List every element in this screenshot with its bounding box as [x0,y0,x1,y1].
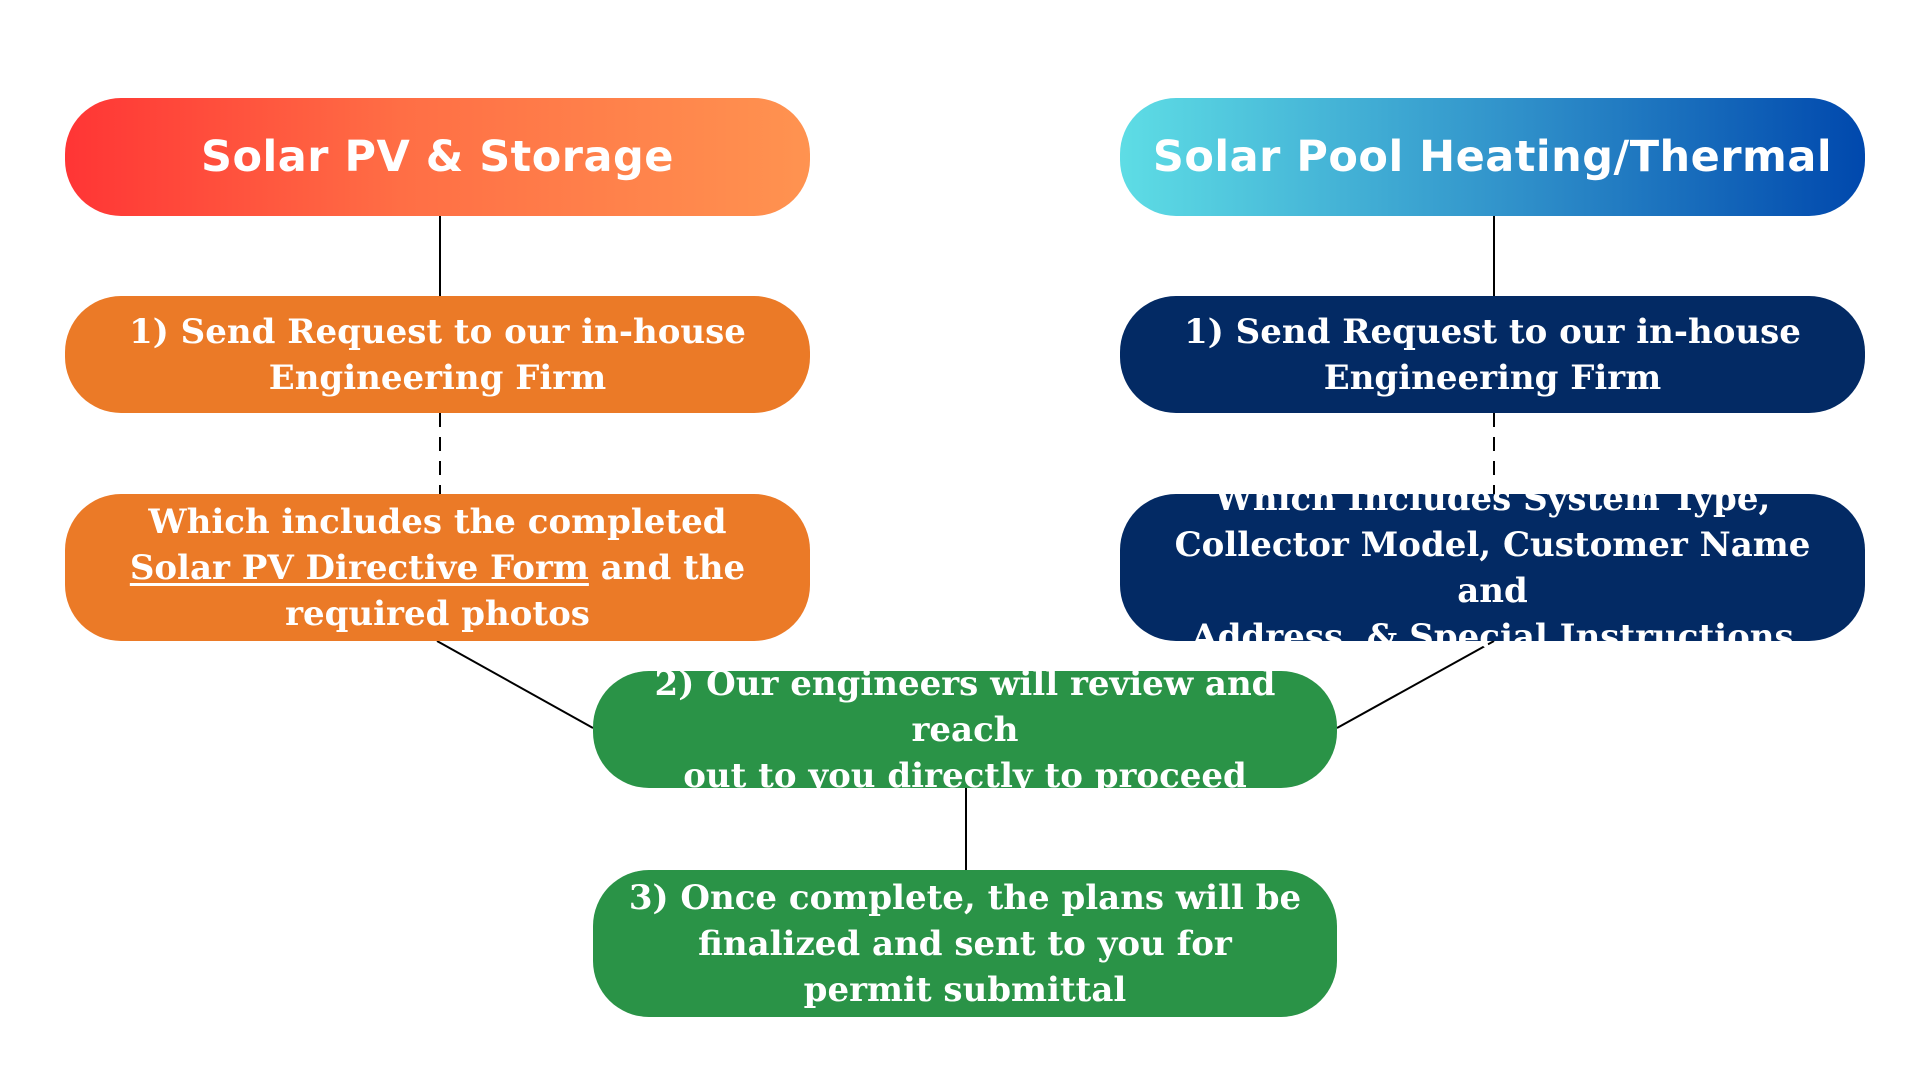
right-details-line3: Address, & Special Instructions [1191,616,1794,657]
step2-engineers-review: 2) Our engineers will review and reach o… [593,664,1337,796]
header-solar-pool-heating-thermal-label: Solar Pool Heating/Thermal [1152,132,1833,182]
step3-line2: finalized and sent to you for [698,923,1232,964]
header-solar-pv-storage: Solar PV & Storage [65,98,810,216]
left-details-box: Which includes the completed Solar PV Di… [65,494,810,641]
solar-pv-directive-form-link[interactable]: Solar PV Directive Form [129,547,589,588]
header-solar-pool-heating-thermal: Solar Pool Heating/Thermal [1120,98,1865,216]
right-step1-line2: Engineering Firm [1323,357,1662,398]
left-details-line2: Solar PV Directive Form and the [130,545,745,591]
connector-right-details-to-step2 [1336,640,1495,729]
right-step1-line1: 1) Send Request to our in-house [1184,311,1801,352]
right-details-line2: Collector Model, Customer Name and [1174,524,1811,611]
right-details-line1: Which Includes System Type, [1214,478,1771,519]
step3-line1: 3) Once complete, the plans will be [628,877,1302,918]
step2-line2: out to you directly to proceed [683,755,1247,796]
right-step1-send-request: 1) Send Request to our in-house Engineer… [1120,296,1865,413]
left-step1-line2: Engineering Firm [268,357,607,398]
header-solar-pv-storage-label: Solar PV & Storage [201,132,674,182]
step2-line1: 2) Our engineers will review and reach [654,663,1276,750]
step3-plans-finalized: 3) Once complete, the plans will be fina… [593,870,1337,1017]
left-details-line3: required photos [285,593,590,634]
right-details-box: Which Includes System Type, Collector Mo… [1120,479,1865,657]
left-step1-send-request: 1) Send Request to our in-house Engineer… [65,296,810,413]
connector-left-details-to-step2 [436,640,594,729]
left-details-line2-rest: and the [588,547,746,588]
left-details-line1: Which includes the completed [148,501,727,542]
left-step1-line1: 1) Send Request to our in-house [129,311,746,352]
step3-line3: permit submittal [803,969,1127,1010]
